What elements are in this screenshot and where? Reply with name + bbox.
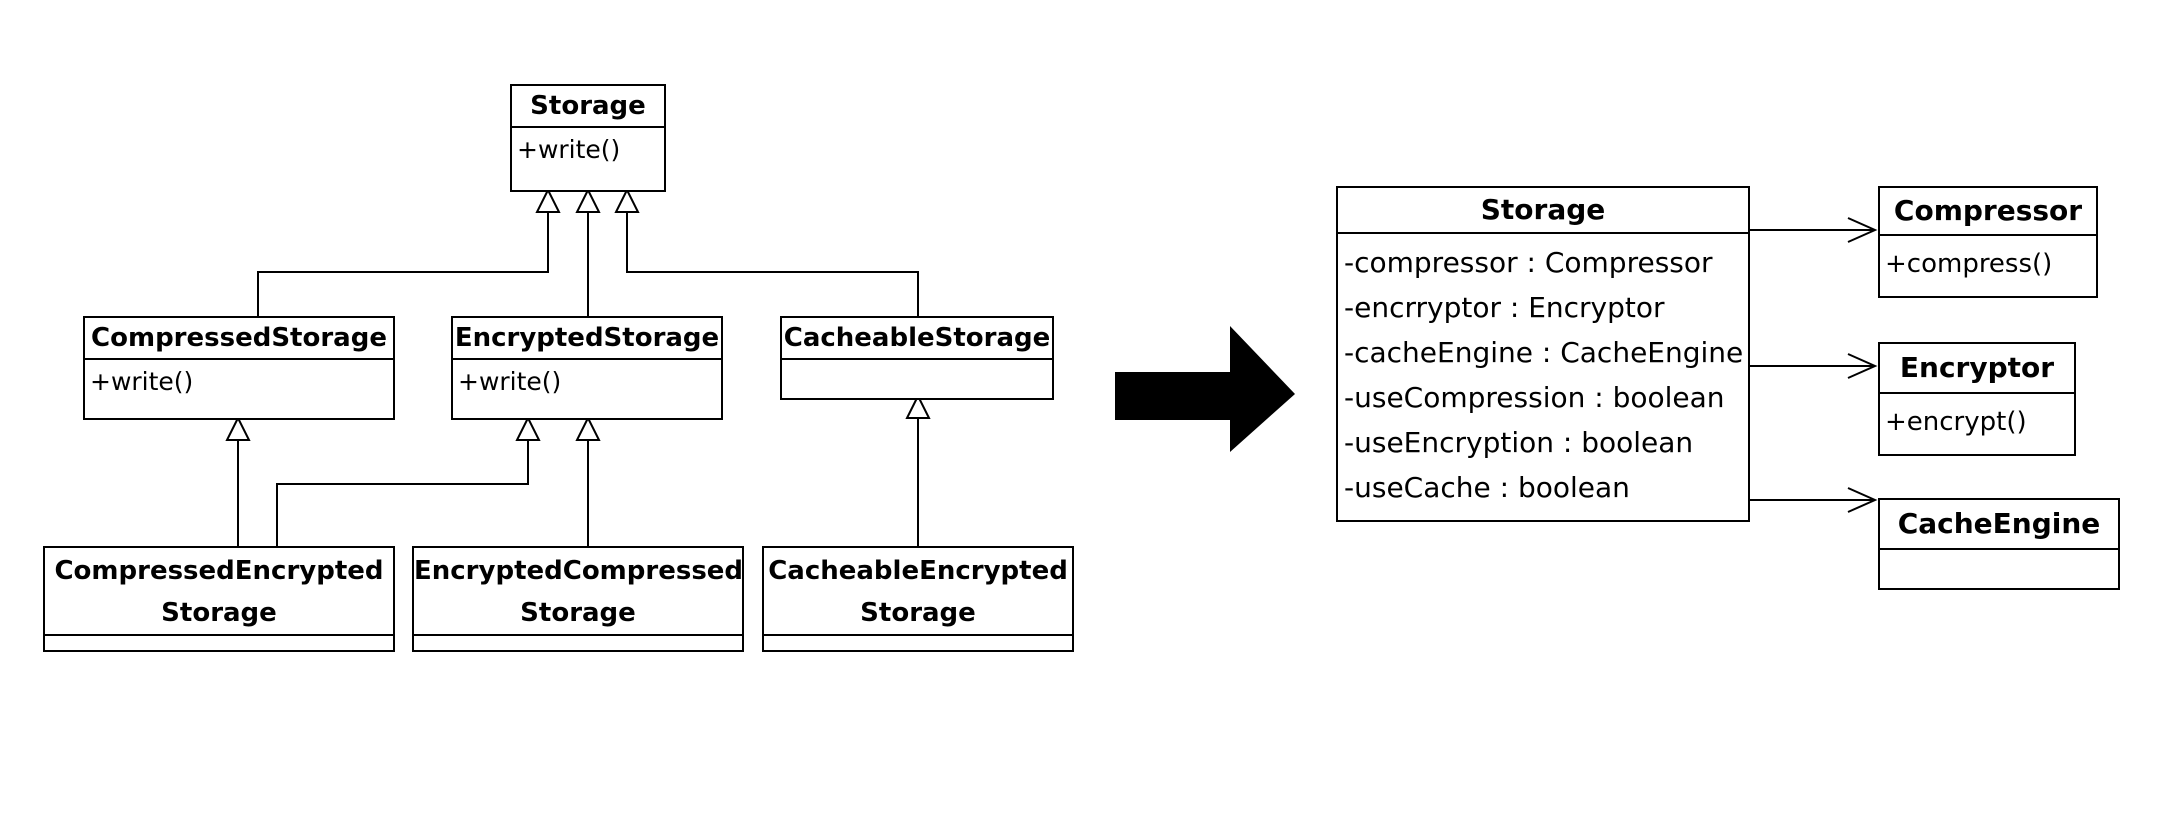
class-name: EncryptedStorage (453, 318, 721, 360)
attribute: -compressor : Compressor (1344, 246, 1713, 279)
triangle-compressed (225, 415, 251, 441)
class-encrypted-storage: EncryptedStorage +write() (451, 316, 723, 420)
attribute: -useCompression : boolean (1344, 381, 1725, 414)
class-name: Compressor (1880, 188, 2096, 236)
class-name: Encryptor (1880, 344, 2074, 394)
triangle-encrypted-right (575, 415, 601, 441)
class-operation: +write() (458, 367, 562, 396)
class-compressor: Compressor +compress() (1878, 186, 2098, 298)
attribute: -cacheEngine : CacheEngine (1344, 336, 1744, 369)
generalization-compressed-to-storage (257, 212, 549, 316)
class-cache-engine: CacheEngine (1878, 498, 2120, 590)
class-name-line2: Storage (520, 598, 636, 628)
class-cacheable-encrypted-storage: CacheableEncrypted Storage (762, 546, 1074, 652)
class-name: CacheEngine (1880, 500, 2118, 550)
class-name-line1: CompressedEncrypted (54, 556, 384, 586)
class-name-line2: Storage (860, 598, 976, 628)
class-encryptor: Encryptor +encrypt() (1878, 342, 2076, 456)
class-compressed-storage: CompressedStorage +write() (83, 316, 395, 420)
class-operation: +write() (90, 367, 194, 396)
class-compressed-encrypted-storage: CompressedEncrypted Storage (43, 546, 395, 652)
class-name: Storage (512, 86, 664, 128)
triangle-cacheable (905, 393, 931, 419)
class-name-line2: Storage (161, 598, 277, 628)
class-storage-left: Storage +write() (510, 84, 666, 192)
class-name: EncryptedCompressed Storage (414, 548, 744, 636)
class-name: Storage (1338, 188, 1748, 234)
class-name: CompressedStorage (85, 318, 393, 360)
class-name-line1: CacheableEncrypted (768, 556, 1068, 586)
class-storage-right: Storage -compressor : Compressor -encrry… (1336, 186, 1750, 522)
triangle-storage-right (614, 187, 640, 213)
triangle-storage-left (535, 187, 561, 213)
class-name: CacheableEncrypted Storage (764, 548, 1072, 636)
class-encrypted-compressed-storage: EncryptedCompressed Storage (412, 546, 744, 652)
class-name-line1: EncryptedCompressed (414, 556, 744, 586)
arrowhead-cacheengine (1847, 487, 1878, 513)
arrowhead-encryptor (1847, 353, 1878, 379)
attribute: -useEncryption : boolean (1344, 426, 1694, 459)
class-cacheable-storage: CacheableStorage (780, 316, 1054, 400)
generalization-cacheable-to-storage (626, 212, 919, 316)
transform-arrow-icon (1115, 326, 1295, 452)
arrowhead-compressor (1847, 217, 1878, 243)
class-operation: +write() (517, 135, 621, 164)
attribute: -encrryptor : Encryptor (1344, 291, 1665, 324)
class-attributes: -compressor : Compressor -encrryptor : E… (1338, 234, 1748, 510)
class-name: CacheableStorage (782, 318, 1052, 360)
class-name: CompressedEncrypted Storage (45, 548, 393, 636)
attribute: -useCache : boolean (1344, 471, 1630, 504)
class-operation: +encrypt() (1885, 407, 2027, 437)
generalization-compressedencrypted-to-encrypted (276, 440, 529, 546)
class-operation: +compress() (1885, 249, 2053, 279)
triangle-storage-mid (575, 187, 601, 213)
triangle-encrypted-left (515, 415, 541, 441)
